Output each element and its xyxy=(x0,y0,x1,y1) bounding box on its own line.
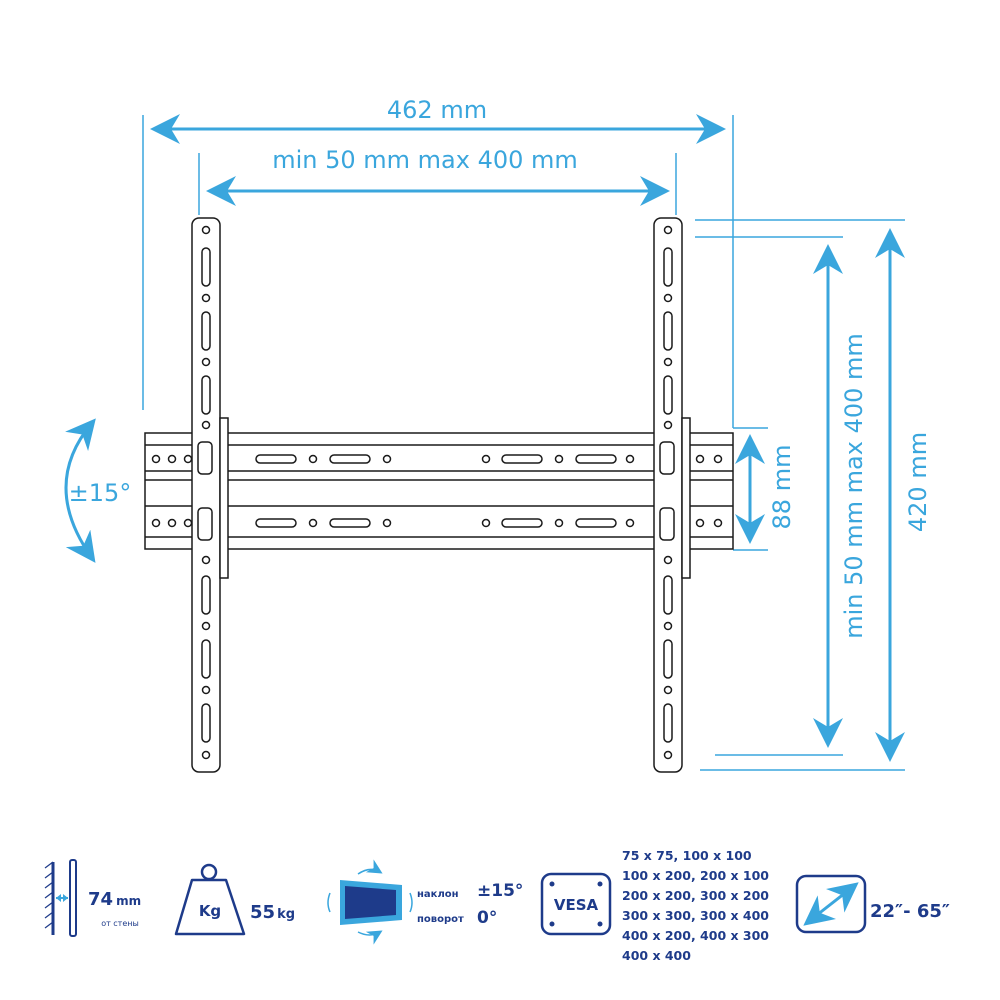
screen-diagonal-icon xyxy=(795,874,867,934)
label-total-width: 462 mm xyxy=(387,96,487,124)
wall-distance-unit: mm xyxy=(116,894,141,908)
swivel-value: 0° xyxy=(477,908,497,928)
vesa-badge: VESA xyxy=(554,896,599,914)
vesa-size: 400 x 400 xyxy=(622,948,691,963)
wall-plate xyxy=(144,432,734,550)
weight-icon-label: Kg xyxy=(199,902,221,920)
tilt-value: ±15° xyxy=(477,881,523,901)
dimension-guides xyxy=(142,115,905,771)
label-vesa-height: min 50 mm max 400 mm xyxy=(840,333,868,639)
dimension-arrows xyxy=(64,114,905,762)
right-vertical-bracket xyxy=(653,217,691,773)
screen-size-value: 22″- 65″ xyxy=(870,901,950,922)
max-load-unit: kg xyxy=(277,907,295,922)
motion-spec: наклон ±15° поворот 0° xyxy=(327,859,523,945)
vesa-size: 75 x 75, 100 x 100 xyxy=(622,848,752,863)
swivel-label: поворот xyxy=(417,914,464,925)
label-total-height: 420 mm xyxy=(904,432,932,532)
vesa-spec: VESA 75 x 75, 100 x 100 100 x 200, 200 x… xyxy=(540,848,769,963)
weight-icon xyxy=(174,863,246,936)
label-vesa-width: min 50 mm max 400 mm xyxy=(272,146,578,174)
max-load-value: 55 xyxy=(250,902,275,923)
label-bar-height: 88 mm xyxy=(768,445,796,530)
vesa-icon xyxy=(540,872,612,936)
tilt-label: наклон xyxy=(417,889,459,900)
screen-size-spec: 22″- 65″ xyxy=(795,874,950,934)
wall-distance-icon xyxy=(44,859,77,937)
vesa-size: 300 x 300, 300 x 400 xyxy=(622,908,769,923)
wall-distance-value: 74 xyxy=(88,889,113,910)
arrow-tilt xyxy=(64,418,96,563)
left-vertical-bracket xyxy=(191,217,229,773)
vesa-size: 400 x 200, 400 x 300 xyxy=(622,928,769,943)
label-tilt: ±15° xyxy=(69,479,132,507)
vesa-size: 100 x 200, 200 x 100 xyxy=(622,868,769,883)
tilt-screen-icon xyxy=(327,859,413,945)
vesa-size: 200 x 200, 300 x 200 xyxy=(622,888,769,903)
wall-distance-caption: от стены xyxy=(101,919,139,928)
